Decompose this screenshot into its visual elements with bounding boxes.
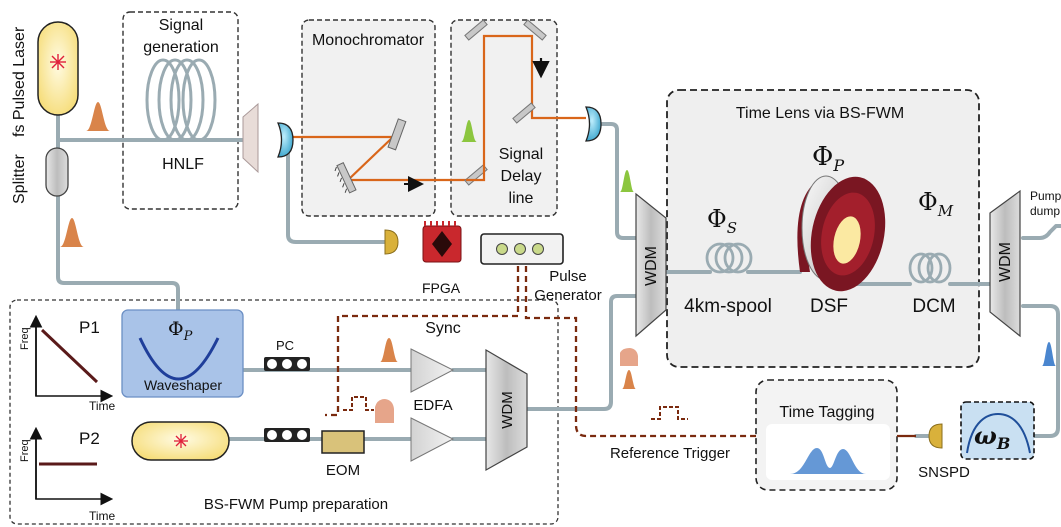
pulse-green-1 bbox=[461, 120, 477, 142]
square-pulse-sync bbox=[343, 396, 374, 411]
delay-beam-segment bbox=[466, 104, 486, 182]
grating-2 bbox=[334, 162, 357, 194]
pc-1 bbox=[264, 357, 310, 371]
p1-plot bbox=[29, 314, 114, 403]
reference-trigger-label: Reference Trigger bbox=[610, 445, 730, 462]
eom-label: EOM bbox=[326, 462, 360, 479]
omega-b-filter bbox=[960, 401, 1035, 460]
p2-freq-label: Freq bbox=[19, 439, 31, 462]
grating-1 bbox=[387, 118, 407, 151]
signal-delay-label-3: line bbox=[509, 190, 534, 207]
edfa-2 bbox=[410, 417, 455, 462]
cw-laser-star-icon bbox=[174, 434, 188, 448]
edfa-label: EDFA bbox=[413, 397, 452, 414]
pulse-eom bbox=[375, 399, 394, 423]
time-tagging-label: Time Tagging bbox=[779, 404, 874, 421]
prism bbox=[242, 102, 259, 174]
dsf-drum bbox=[797, 175, 886, 292]
pulse-orange-2 bbox=[60, 218, 84, 247]
signal-generation-label-1: Signal bbox=[159, 17, 203, 34]
laser-label: fs Pulsed Laser bbox=[11, 26, 28, 137]
pump-dump-label-2: dump bbox=[1030, 204, 1060, 218]
wdm-left: WDM bbox=[635, 192, 667, 338]
dcm-coil bbox=[908, 252, 952, 284]
omega-b-label: ωB bbox=[974, 421, 1010, 453]
square-pulse-trigger bbox=[651, 406, 688, 420]
pc-label: PC bbox=[276, 338, 294, 353]
pulse-generator-device bbox=[480, 233, 564, 265]
cw-laser bbox=[131, 421, 230, 461]
pump-dump-label-1: Pump bbox=[1030, 189, 1061, 203]
p1-time-label: Time bbox=[89, 399, 116, 413]
pump-prep-label: BS-FWM Pump preparation bbox=[204, 496, 388, 513]
edfa-1 bbox=[410, 348, 455, 393]
waveshaper-phi-label: ΦP bbox=[168, 318, 193, 344]
wdm-right: WDM bbox=[989, 189, 1021, 338]
phi-p-label: ΦP bbox=[812, 142, 844, 175]
pulse-orange-3 bbox=[380, 338, 398, 362]
svg-text:WDM: WDM bbox=[499, 391, 516, 429]
waveshaper bbox=[121, 309, 244, 398]
signal-delay-label-1: Signal bbox=[499, 146, 543, 163]
dsf-label: DSF bbox=[810, 296, 848, 317]
pulse-orange-4 bbox=[620, 348, 638, 366]
time-lens-title: Time Lens via BS-FWM bbox=[736, 105, 904, 122]
signal-generation-label-2: generation bbox=[143, 39, 219, 56]
waveshaper-label: Waveshaper bbox=[144, 377, 222, 393]
gold-detector-1 bbox=[384, 229, 399, 255]
time-tagging-screen bbox=[766, 424, 890, 480]
dcm-label: DCM bbox=[912, 296, 955, 317]
hnlf-label: HNLF bbox=[162, 156, 204, 173]
signal-generation-box bbox=[122, 11, 239, 210]
splitter-block bbox=[45, 147, 69, 197]
fs-pulsed-laser bbox=[37, 21, 79, 116]
pulse-generator-label-1: Pulse bbox=[549, 268, 587, 285]
eom-block bbox=[321, 430, 365, 454]
signal-delay-label-2: Delay bbox=[501, 168, 542, 185]
pump-preparation-box bbox=[9, 299, 559, 525]
lens-2 bbox=[585, 106, 602, 142]
fpga-chip bbox=[422, 221, 462, 263]
pulse-orange-5 bbox=[622, 370, 636, 389]
monochromator-box bbox=[301, 19, 436, 217]
hnlf-coil bbox=[145, 58, 217, 142]
svg-text:WDM: WDM bbox=[643, 246, 660, 286]
monochromator-label: Monochromator bbox=[312, 32, 425, 49]
sync-label: Sync bbox=[425, 320, 461, 337]
spool-coil bbox=[705, 242, 753, 274]
snspd-label: SNSPD bbox=[918, 464, 970, 481]
svg-text:WDM: WDM bbox=[997, 242, 1014, 282]
wdm-pump: WDM bbox=[485, 348, 528, 472]
pulse-green-2 bbox=[620, 170, 634, 192]
pulse-blue bbox=[1042, 342, 1056, 366]
phi-s-label: ΦS bbox=[707, 205, 737, 237]
p1-freq-label: Freq bbox=[19, 327, 31, 350]
pulse-orange-1 bbox=[86, 102, 110, 131]
fpga-label: FPGA bbox=[422, 280, 461, 296]
p2-label: P2 bbox=[79, 429, 100, 448]
sync-lines bbox=[325, 256, 916, 438]
splitter-label: Splitter bbox=[11, 154, 28, 204]
p2-time-label: Time bbox=[89, 509, 116, 523]
snspd-detector bbox=[928, 423, 943, 449]
p2-plot bbox=[29, 426, 114, 506]
histogram-peaks bbox=[790, 448, 866, 474]
phi-m-label: ΦM bbox=[918, 188, 954, 220]
free-space-beam bbox=[291, 34, 586, 182]
lens-1 bbox=[277, 122, 294, 158]
pc-2 bbox=[264, 428, 310, 442]
p1-label: P1 bbox=[79, 318, 100, 337]
spool-label: 4km-spool bbox=[684, 296, 772, 317]
pulse-generator-label-2: Generator bbox=[534, 287, 602, 304]
laser-star-icon bbox=[50, 54, 66, 70]
